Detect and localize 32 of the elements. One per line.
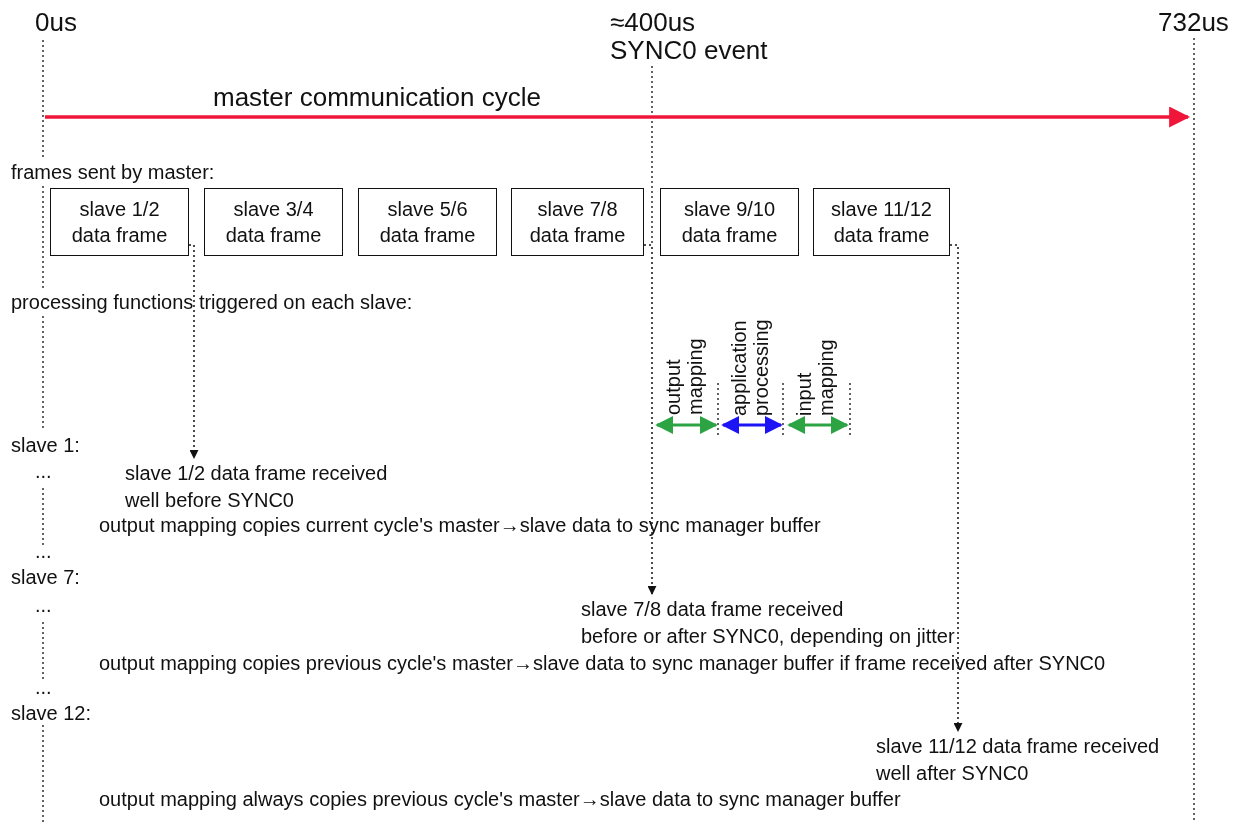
slave-label: slave 7: — [11, 565, 80, 590]
frame-box: slave 11/12 data frame — [813, 188, 950, 256]
time-label: 0us — [35, 8, 77, 36]
frame-box: slave 7/8 data frame — [511, 188, 644, 256]
received-note: slave 1/2 data frame received well before SYNC0 — [125, 460, 388, 514]
ellipsis: ... — [35, 593, 52, 618]
note-text: output mapping copies previous cycle's master→slave data to sync manager buffer if frame received after SYNC0 — [99, 651, 1106, 676]
ellipsis: ... — [35, 459, 52, 484]
cycle-label: master communication cycle — [213, 83, 541, 111]
frame-box: slave 9/10 data frame — [660, 188, 799, 256]
time-label: 732us — [1158, 8, 1229, 36]
ellipsis: ... — [35, 675, 52, 700]
received-note: slave 11/12 data frame received well after SYNC0 — [876, 733, 1160, 787]
section-heading: processing functions triggered on each slave: — [11, 290, 413, 315]
received-note: slave 7/8 data frame received before or after SYNC0, depending on jitter — [581, 596, 955, 650]
frame-box: slave 1/2 data frame — [50, 188, 189, 256]
frame-box: slave 5/6 data frame — [358, 188, 497, 256]
slave-label: slave 1: — [11, 433, 80, 458]
time-label: ≈400us — [610, 8, 696, 36]
arrow — [188, 244, 199, 459]
phase-label: output mapping — [662, 340, 706, 415]
section-heading: frames sent by master: — [11, 160, 215, 185]
arrow — [949, 244, 963, 732]
frame-box: slave 3/4 data frame — [204, 188, 343, 256]
slave-label: slave 12: — [11, 701, 92, 726]
phase-label: application processing — [728, 318, 772, 416]
ellipsis: ... — [35, 539, 52, 564]
arrow — [643, 244, 657, 595]
event-label: SYNC0 event — [610, 36, 768, 64]
note-text: output mapping copies current cycle's master→slave data to sync manager buffer — [99, 513, 821, 538]
note-text: output mapping always copies previous cycle's master→slave data to sync manager buffer — [99, 787, 901, 812]
phase-label: input mapping — [793, 338, 837, 416]
